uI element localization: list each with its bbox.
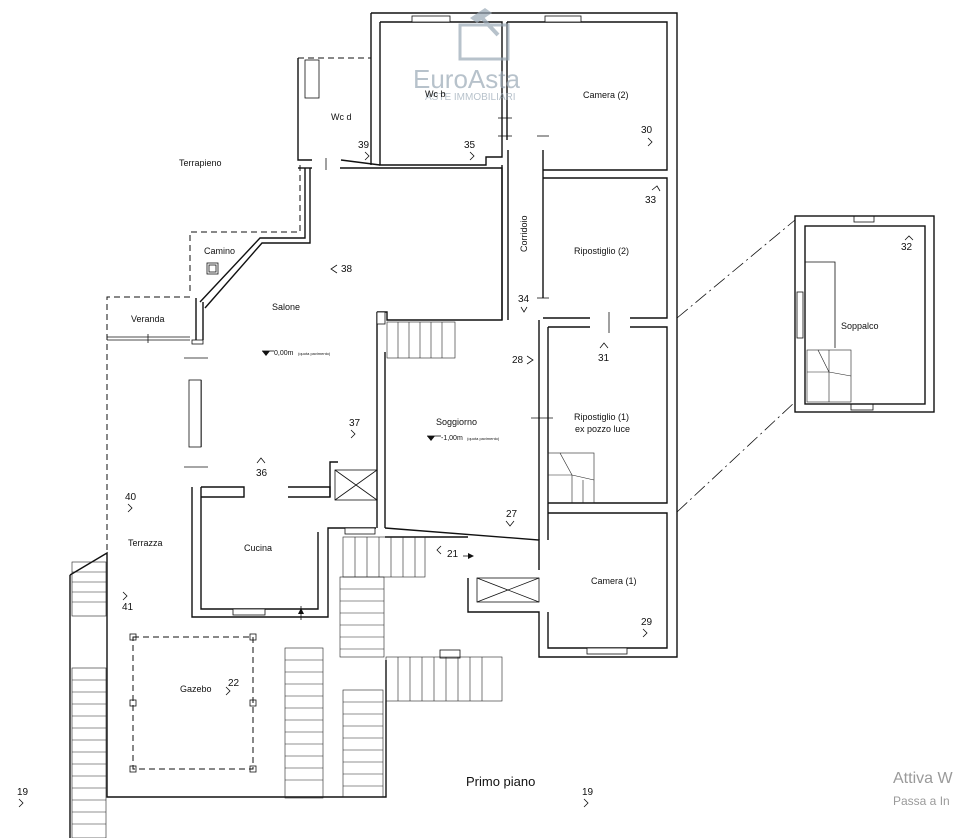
marker-35: 35 — [464, 140, 476, 151]
label-ripostiglio-1: Ripostiglio (1) — [574, 412, 629, 422]
main-house-walls — [370, 12, 678, 658]
euroasta-logo: EuroAsta ASTE IMMOBILIARI — [413, 8, 520, 103]
marker-27: 27 — [506, 509, 518, 520]
marker-30: 30 — [641, 125, 653, 136]
stair-left-outer — [284, 647, 324, 799]
door-marks — [147, 117, 610, 620]
marker-31: 31 — [598, 353, 610, 364]
marker-19-center: 19 — [582, 787, 594, 798]
label-soggiorno: Soggiorno — [436, 417, 477, 427]
label-ex-pozzo-luce: ex pozzo luce — [575, 424, 630, 434]
watermark-tagline: ASTE IMMOBILIARI — [425, 92, 516, 103]
marker-36: 36 — [256, 468, 268, 479]
label-gazebo: Gazebo — [180, 684, 212, 694]
windows — [188, 15, 875, 655]
level-soggiorno-value: -1,00m — [441, 435, 463, 442]
label-ripostiglio-2: Ripostiglio (2) — [574, 246, 629, 256]
marker-34: 34 — [518, 294, 530, 305]
marker-41: 41 — [122, 602, 134, 613]
marker-38: 38 — [341, 264, 353, 275]
label-camera-1: Camera (1) — [591, 576, 637, 586]
floor-levels: 0,00m (quota pavimento) -1,00m (quota pa… — [262, 350, 500, 442]
marker-19-left: 19 — [17, 787, 29, 798]
stair-upper-salone — [386, 321, 456, 359]
photo-markers: 39 35 30 33 32 38 34 28 31 37 36 40 27 2… — [17, 125, 914, 808]
marker-32: 32 — [901, 242, 913, 253]
stairs — [71, 321, 595, 838]
marker-40: 40 — [125, 492, 137, 503]
label-salone: Salone — [272, 302, 300, 312]
watermark-brand: EuroAsta — [413, 64, 520, 94]
void-boxes — [334, 469, 540, 603]
stair-right-landing — [385, 649, 503, 702]
label-camino: Camino — [204, 246, 235, 256]
soppalco-detail — [676, 215, 935, 513]
level-salone-value: 0,00m — [274, 350, 294, 357]
stair-terrace-bottom — [71, 667, 107, 838]
marker-28: 28 — [512, 355, 524, 366]
marker-21: 21 — [447, 549, 459, 560]
stair-ripostiglio-spiral — [547, 452, 595, 504]
terrace-outline — [69, 57, 387, 838]
label-soppalco: Soppalco — [841, 321, 879, 331]
stair-terrace-top — [71, 561, 107, 617]
stair-central — [339, 536, 426, 798]
level-salone-note: (quota pavimento) — [298, 351, 331, 356]
room-labels: Terrapieno Wc d Wc b Camera (2) Camino C… — [128, 89, 879, 694]
floor-title: Primo piano — [466, 774, 535, 789]
activation-notice-subtitle: Passa a In — [893, 794, 950, 808]
label-wc-d: Wc d — [331, 112, 352, 122]
fireplace-icon — [206, 262, 219, 275]
label-cucina: Cucina — [244, 543, 272, 553]
activation-notice-title: Attiva W — [893, 770, 953, 787]
label-camera-2: Camera (2) — [583, 90, 629, 100]
label-veranda: Veranda — [131, 314, 165, 324]
label-wc-b: Wc b — [425, 89, 446, 99]
marker-39: 39 — [358, 140, 370, 151]
level-soggiorno-note: (quota pavimento) — [467, 436, 500, 441]
label-corridoio: Corridoio — [519, 215, 529, 252]
marker-33: 33 — [645, 195, 657, 206]
marker-22: 22 — [228, 678, 240, 689]
label-terrazza: Terrazza — [128, 538, 163, 548]
marker-29: 29 — [641, 617, 653, 628]
label-terrapieno: Terrapieno — [179, 158, 222, 168]
entrance-arrows — [298, 553, 474, 614]
marker-37: 37 — [349, 418, 361, 429]
